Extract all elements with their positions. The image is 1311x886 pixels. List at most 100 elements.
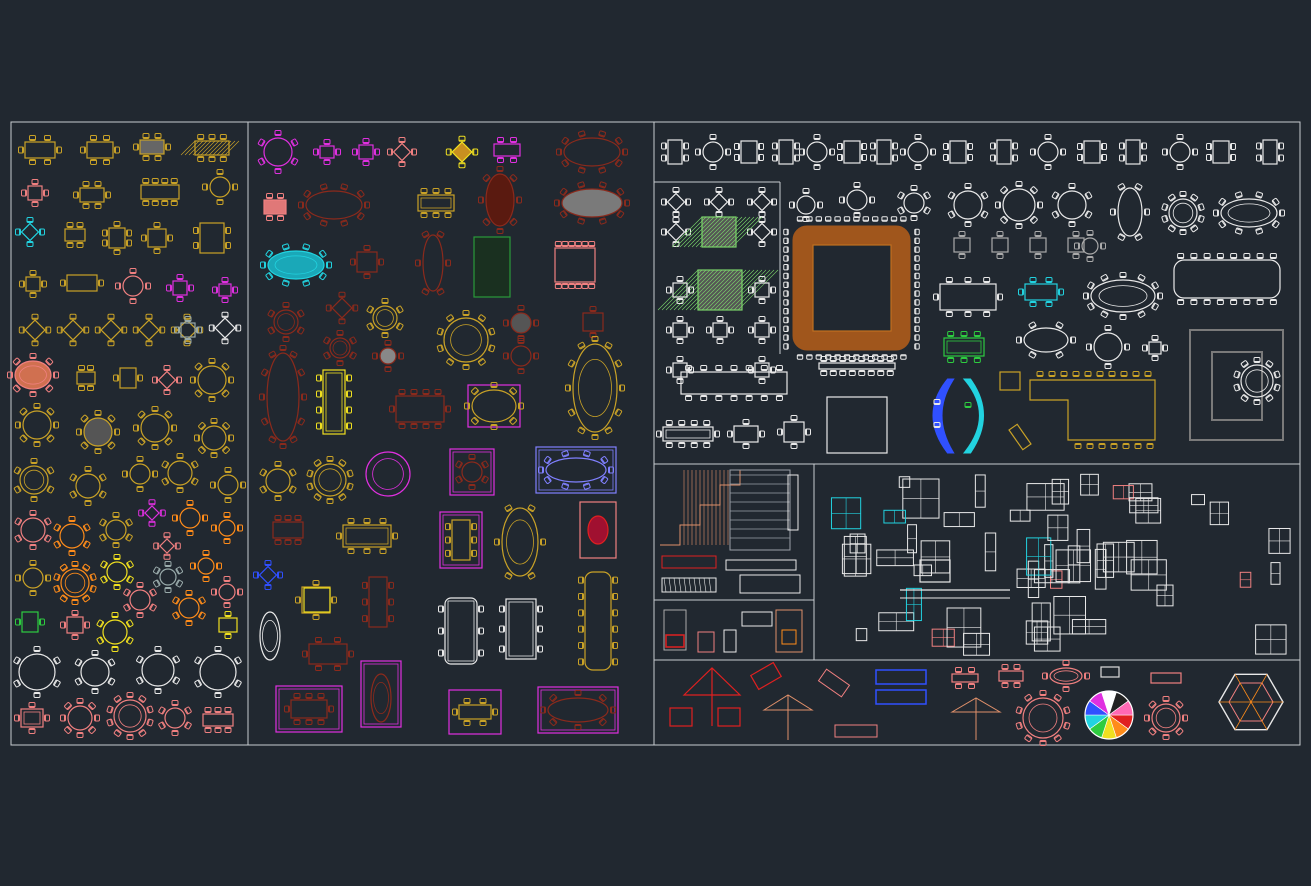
table-set[interactable] xyxy=(133,133,171,161)
table-set[interactable] xyxy=(826,396,888,454)
table-set[interactable] xyxy=(15,560,51,596)
table-set[interactable] xyxy=(122,456,158,492)
table-set[interactable] xyxy=(656,420,720,448)
table-set[interactable] xyxy=(777,415,811,449)
table-set[interactable] xyxy=(211,576,243,608)
table-set[interactable] xyxy=(140,178,180,206)
table-set[interactable] xyxy=(1029,231,1047,259)
table-set[interactable] xyxy=(1161,191,1205,235)
table-set[interactable] xyxy=(436,310,496,370)
table-set[interactable] xyxy=(1119,139,1147,165)
table-set[interactable] xyxy=(15,403,59,447)
table-set[interactable] xyxy=(211,512,243,544)
table-set[interactable] xyxy=(313,139,341,165)
drawing-frames[interactable] xyxy=(10,121,1301,746)
table-set[interactable] xyxy=(360,660,402,728)
table-set[interactable] xyxy=(933,277,1003,317)
table-set[interactable] xyxy=(74,650,116,694)
table-set[interactable] xyxy=(445,519,477,561)
table-set[interactable] xyxy=(158,700,192,736)
fireplace-elevations[interactable] xyxy=(663,609,803,653)
stairs-elevation[interactable] xyxy=(660,469,801,594)
table-set[interactable] xyxy=(706,316,734,344)
table-set[interactable] xyxy=(53,561,97,605)
table-set[interactable] xyxy=(153,561,183,593)
table-set[interactable] xyxy=(748,316,776,344)
table-set[interactable] xyxy=(837,140,867,164)
table-set[interactable] xyxy=(439,511,483,569)
table-set[interactable] xyxy=(415,230,451,296)
gazebo-plan[interactable] xyxy=(1218,673,1284,731)
table-set[interactable] xyxy=(267,302,305,342)
table-set[interactable] xyxy=(1074,230,1106,262)
table-set[interactable] xyxy=(1173,253,1281,305)
table-set[interactable] xyxy=(257,130,299,174)
table-set[interactable] xyxy=(53,516,91,556)
table-set[interactable] xyxy=(661,139,689,165)
table-set[interactable] xyxy=(535,446,617,494)
table-set[interactable] xyxy=(1144,696,1188,740)
table-set[interactable] xyxy=(789,188,823,222)
table-set[interactable] xyxy=(76,410,120,454)
table-set[interactable] xyxy=(554,241,596,289)
table-set[interactable] xyxy=(153,532,181,560)
table-set[interactable] xyxy=(578,571,618,671)
table-set[interactable] xyxy=(666,276,694,304)
table-set[interactable] xyxy=(362,576,394,628)
table-set[interactable] xyxy=(1030,134,1066,170)
table-set[interactable] xyxy=(671,216,763,248)
table-set[interactable] xyxy=(666,316,694,344)
table-set[interactable] xyxy=(932,378,984,454)
table-set[interactable] xyxy=(166,274,194,302)
table-set[interactable] xyxy=(554,181,630,225)
table-set[interactable] xyxy=(772,139,800,165)
table-set[interactable] xyxy=(18,135,62,165)
table-set[interactable] xyxy=(193,222,231,254)
table-set[interactable] xyxy=(991,231,1009,259)
table-set[interactable] xyxy=(467,384,521,428)
table-set[interactable] xyxy=(748,276,776,304)
table-set[interactable] xyxy=(275,685,343,733)
table-set[interactable] xyxy=(1015,690,1071,746)
table-set[interactable] xyxy=(417,188,455,218)
table-set[interactable] xyxy=(152,365,182,395)
table-set[interactable] xyxy=(540,690,616,730)
table-set[interactable] xyxy=(999,371,1156,451)
table-set[interactable] xyxy=(900,134,936,170)
table-set[interactable] xyxy=(493,137,521,163)
table-set[interactable] xyxy=(990,139,1018,165)
table-set[interactable] xyxy=(102,221,132,255)
table-set[interactable] xyxy=(747,187,777,217)
table-set[interactable] xyxy=(259,461,297,501)
table-set[interactable] xyxy=(14,702,50,734)
table-set[interactable] xyxy=(172,500,208,536)
table-set[interactable] xyxy=(1067,231,1085,259)
table-set[interactable] xyxy=(284,693,334,725)
table-set[interactable] xyxy=(113,367,143,389)
table-set[interactable] xyxy=(13,458,55,502)
table-set[interactable] xyxy=(372,340,404,372)
table-set[interactable] xyxy=(60,698,100,738)
table-set[interactable] xyxy=(263,193,287,221)
table-set[interactable] xyxy=(1162,134,1198,170)
table-set[interactable] xyxy=(366,298,404,338)
table-set[interactable] xyxy=(818,356,896,376)
table-set[interactable] xyxy=(473,236,511,298)
table-set[interactable] xyxy=(210,467,246,503)
table-set[interactable] xyxy=(302,637,354,671)
table-set[interactable] xyxy=(194,646,242,698)
table-set[interactable] xyxy=(208,311,242,345)
table-set[interactable] xyxy=(1086,325,1130,369)
table-set[interactable] xyxy=(1083,272,1163,320)
table-set[interactable] xyxy=(1018,277,1064,307)
table-set[interactable] xyxy=(464,382,524,430)
table-set[interactable] xyxy=(839,182,875,218)
table-set[interactable] xyxy=(190,550,222,582)
table-set[interactable] xyxy=(316,369,352,435)
table-set[interactable] xyxy=(579,501,617,559)
table-set[interactable] xyxy=(298,183,370,227)
table-set[interactable] xyxy=(15,217,45,247)
table-set[interactable] xyxy=(21,179,49,207)
table-set[interactable] xyxy=(80,135,120,165)
